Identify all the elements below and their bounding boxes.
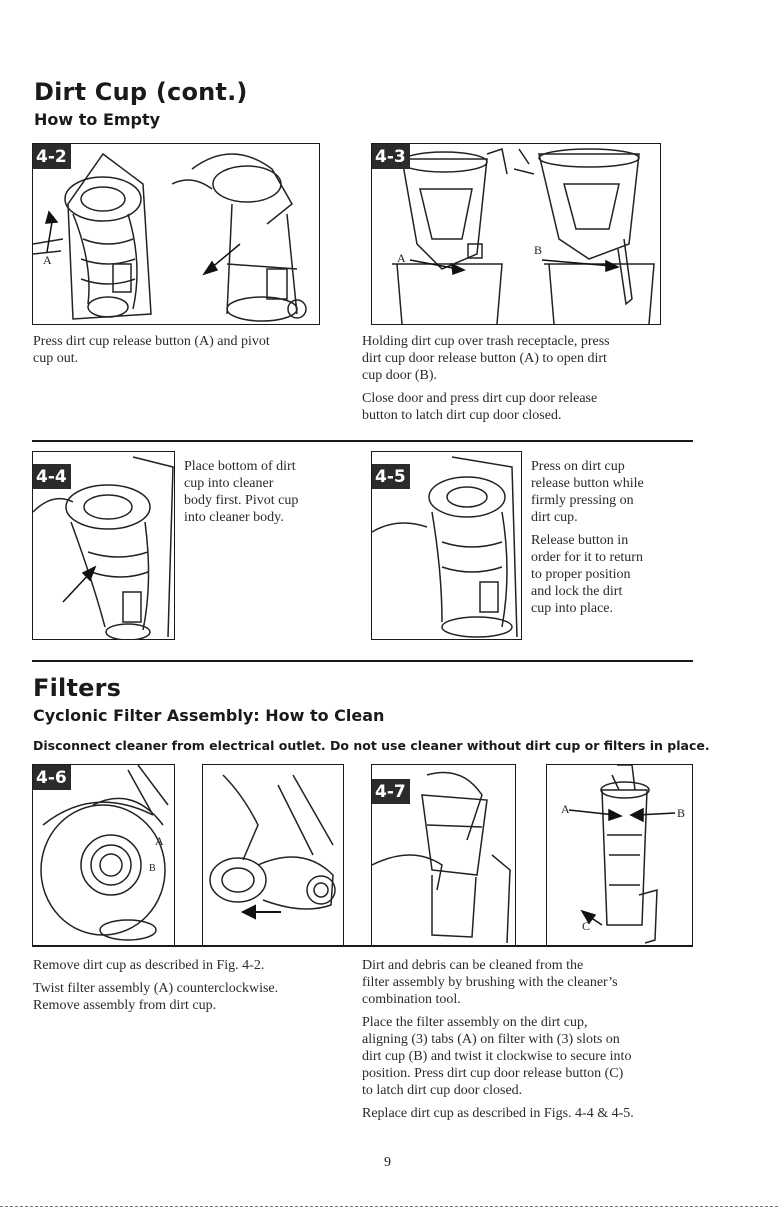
figure-4-2-right-illustration	[172, 143, 320, 325]
figure-badge: 4-5	[372, 464, 410, 489]
figure-badge: 4-7	[372, 779, 410, 804]
callout-c: C	[582, 919, 590, 933]
instruction-4-6: Remove dirt cup as described in Fig. 4-2…	[33, 958, 279, 1013]
section-divider	[32, 660, 693, 662]
filter-brush-illustration	[372, 771, 511, 944]
figure-4-3-right-illustration: B	[514, 143, 661, 325]
safety-note: Disconnect cleaner from electrical outle…	[33, 738, 710, 753]
figure-4-6-right-illustration	[202, 764, 344, 946]
callout-b: B	[677, 806, 685, 820]
figure-4-3-left-illustration: 4-3 A	[371, 143, 516, 325]
instruction-4-2: Press dirt cup release button (A) and pi…	[33, 334, 270, 366]
callout-b: B	[534, 243, 542, 257]
figure-4-6-left-illustration: 4-6 A B	[32, 764, 175, 946]
section-divider	[32, 440, 693, 442]
callout-a: A	[43, 253, 52, 267]
figure-badge: 4-4	[33, 464, 71, 489]
filter-align-illustration: A B C	[561, 765, 685, 944]
dirt-cup-over-trash-illustration: A	[392, 148, 508, 324]
figure-4-7-left-illustration: 4-7	[371, 764, 516, 946]
callout-a: A	[561, 802, 570, 816]
page-subtitle: How to Empty	[34, 110, 161, 129]
callout-a: A	[155, 834, 164, 848]
instruction-4-3: Holding dirt cup over trash receptacle, …	[362, 334, 610, 423]
page-number: 9	[384, 1155, 391, 1170]
section-title-filters: Filters	[33, 674, 122, 702]
dirt-cup-lock-illustration	[372, 456, 518, 638]
vacuum-dirt-cup-illustration: A	[33, 152, 152, 320]
page-edge	[0, 1206, 778, 1207]
figure-4-7-right-illustration: A B C	[546, 764, 693, 946]
figure-baseline	[32, 945, 693, 947]
instruction-4-4: Place bottom of dirt cup into cleaner bo…	[184, 459, 299, 525]
instruction-4-7: Dirt and debris can be cleaned from the …	[362, 958, 634, 1121]
dirt-cup-insert-illustration	[33, 456, 174, 639]
filter-twist-illustration: A B	[40, 765, 169, 941]
instruction-4-5: Press on dirt cup release button while f…	[531, 459, 644, 616]
callout-a: A	[397, 251, 406, 265]
figure-4-4-illustration: 4-4	[32, 451, 175, 640]
figure-4-5-illustration: 4-5	[371, 451, 522, 640]
figure-4-2-left-illustration: 4-2 A	[32, 143, 174, 325]
figure-badge: 4-2	[33, 144, 71, 169]
dirt-cup-door-open-illustration: B	[514, 148, 655, 324]
section-subtitle-filters: Cyclonic Filter Assembly: How to Clean	[33, 706, 385, 725]
figure-badge: 4-6	[33, 765, 71, 790]
page-title: Dirt Cup (cont.)	[34, 78, 248, 106]
callout-b: B	[149, 863, 156, 874]
figure-badge: 4-3	[372, 144, 410, 169]
filter-remove-illustration	[209, 774, 336, 920]
vacuum-pivot-illustration	[172, 153, 307, 322]
